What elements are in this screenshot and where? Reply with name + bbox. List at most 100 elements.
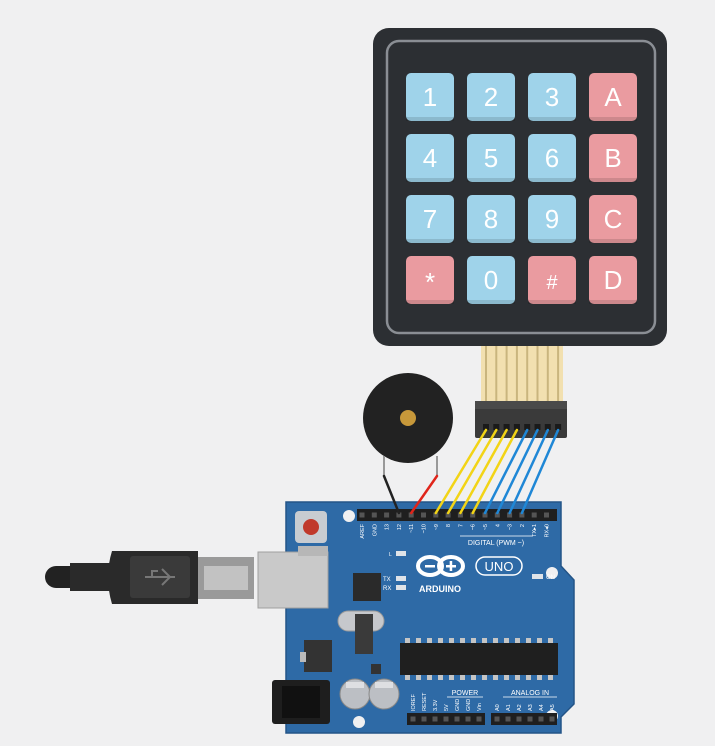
pin-A2[interactable]	[516, 716, 522, 722]
key-cap[interactable]	[589, 195, 637, 243]
pin-AREF[interactable]	[359, 512, 365, 518]
pin-A0[interactable]	[494, 716, 500, 722]
chip-leg	[482, 638, 487, 643]
pin-label: 7	[458, 524, 464, 527]
keypad-key-C[interactable]: C	[589, 195, 637, 243]
pin-A4[interactable]	[538, 716, 544, 722]
pin-4[interactable]	[494, 512, 500, 518]
key-cap[interactable]	[589, 134, 637, 182]
keypad-key-D[interactable]: D	[589, 256, 637, 304]
wire-keypad-3[interactable]	[459, 428, 508, 515]
pin-~5[interactable]	[482, 512, 488, 518]
pin-12[interactable]	[396, 512, 402, 518]
key-cap[interactable]	[589, 73, 637, 121]
pin-7[interactable]	[457, 512, 463, 518]
keypad-border	[385, 39, 657, 335]
pin-GND[interactable]	[454, 716, 460, 722]
keypad-key-9[interactable]: 9	[528, 195, 576, 243]
pin-A5[interactable]	[549, 716, 555, 722]
pin-RESET[interactable]	[421, 716, 427, 722]
key-cap[interactable]	[406, 195, 454, 243]
keypad-key-1[interactable]: 1	[406, 73, 454, 121]
led-tx-label: TX	[383, 577, 391, 583]
key-label: 0	[484, 265, 498, 295]
keypad-key-B[interactable]: B	[589, 134, 637, 182]
usb-socket	[257, 551, 329, 609]
wire-buzzer-positive[interactable]	[409, 474, 439, 515]
key-cap[interactable]	[528, 256, 576, 304]
key-cap[interactable]	[467, 73, 515, 121]
keypad-key-7[interactable]: 7	[406, 195, 454, 243]
reset-button-cap[interactable]	[303, 519, 319, 535]
key-cap[interactable]	[406, 134, 454, 182]
pin-A3[interactable]	[527, 716, 533, 722]
keypad-key-*[interactable]: *	[406, 256, 454, 304]
atmega-chip	[400, 643, 558, 675]
keypad-key-4[interactable]: 4	[406, 134, 454, 182]
buzzer-center	[400, 410, 416, 426]
keypad-key-3[interactable]: 3	[528, 73, 576, 121]
pin-label: GND	[466, 699, 472, 711]
pin-5V[interactable]	[443, 716, 449, 722]
chip-leg	[537, 675, 542, 680]
key-shadow	[467, 239, 515, 243]
pin-TX▸1[interactable]	[531, 512, 537, 518]
pin-~9[interactable]	[433, 512, 439, 518]
pin-label: ~9	[434, 524, 440, 530]
usb-symbol-icon	[145, 568, 175, 586]
keypad-connector-top	[475, 401, 567, 409]
key-label: 6	[545, 143, 559, 173]
key-label: 5	[484, 143, 498, 173]
key-cap[interactable]	[467, 256, 515, 304]
pin-RX◂0[interactable]	[544, 512, 549, 518]
wire-keypad-2[interactable]	[446, 428, 498, 515]
key-label: D	[604, 265, 623, 295]
pin-IOREF[interactable]	[410, 716, 416, 722]
pin-label: A3	[528, 704, 534, 711]
pin-~10[interactable]	[421, 512, 426, 518]
keypad-key-2[interactable]: 2	[467, 73, 515, 121]
keypad-key-5[interactable]: 5	[467, 134, 515, 182]
key-cap[interactable]	[406, 256, 454, 304]
keypad-key-#[interactable]: #	[528, 256, 576, 304]
keypad-key-0[interactable]: 0	[467, 256, 515, 304]
key-cap[interactable]	[528, 195, 576, 243]
keypad-key-6[interactable]: 6	[528, 134, 576, 182]
pin-~3[interactable]	[507, 512, 513, 518]
pin-~11[interactable]	[408, 512, 414, 518]
pin-GND[interactable]	[465, 716, 471, 722]
wire-keypad-1[interactable]	[434, 428, 488, 515]
key-cap[interactable]	[528, 134, 576, 182]
led-l	[396, 551, 406, 556]
pin-GND[interactable]	[371, 512, 377, 518]
board-model: UNO	[485, 559, 514, 574]
key-cap[interactable]	[528, 73, 576, 121]
wire-keypad-7[interactable]	[508, 428, 550, 515]
pin-3.3V[interactable]	[432, 716, 438, 722]
keypad-key-A[interactable]: A	[589, 73, 637, 121]
key-cap[interactable]	[589, 256, 637, 304]
wire-keypad-5[interactable]	[483, 428, 529, 515]
pin-2[interactable]	[519, 512, 525, 518]
keypad-key-8[interactable]: 8	[467, 195, 515, 243]
wire-keypad-8[interactable]	[520, 428, 560, 515]
wire-buzzer-negative[interactable]	[382, 474, 401, 515]
pin-Vin[interactable]	[476, 716, 482, 722]
key-cap[interactable]	[467, 195, 515, 243]
capacitor-2-top	[375, 682, 393, 688]
wire-keypad-4[interactable]	[471, 428, 519, 515]
piezo-buzzer[interactable]	[363, 373, 453, 463]
wire-keypad-6[interactable]	[496, 428, 539, 515]
key-shadow	[589, 117, 637, 121]
pin-~6[interactable]	[470, 512, 476, 518]
usb-cable[interactable]	[45, 551, 254, 604]
pin-label: TX▸1	[532, 524, 538, 537]
pin-8[interactable]	[445, 512, 451, 518]
wires	[382, 428, 560, 515]
key-cap[interactable]	[406, 73, 454, 121]
pin-A1[interactable]	[505, 716, 511, 722]
key-cap[interactable]	[467, 134, 515, 182]
pin-13[interactable]	[384, 512, 390, 518]
